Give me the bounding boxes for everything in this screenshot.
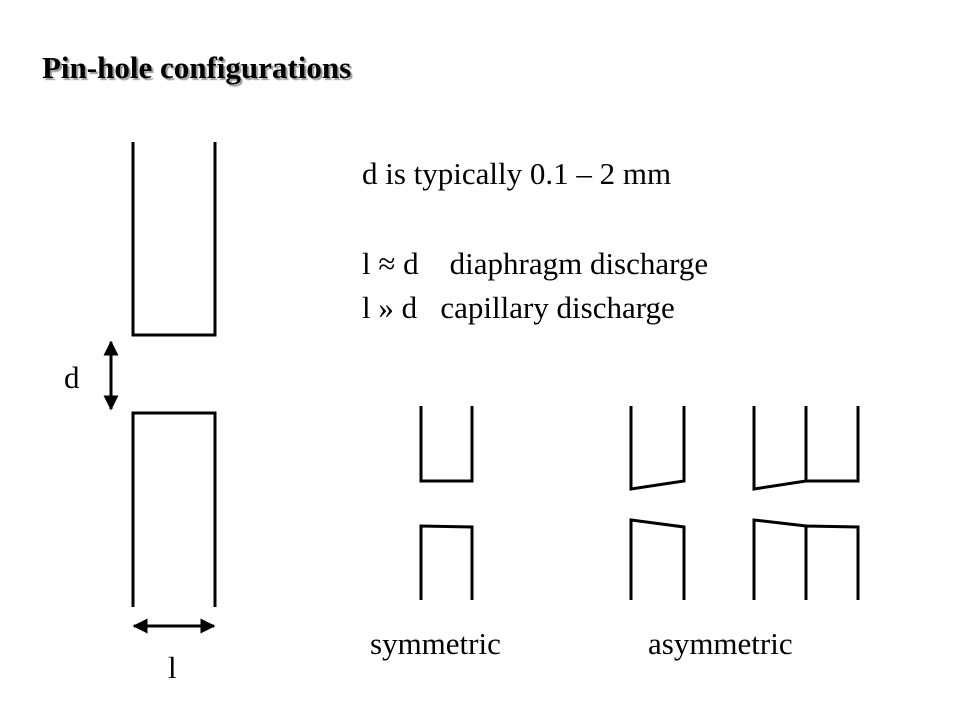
slide-title: Pin-hole configurations <box>42 50 352 85</box>
asymmetric-1-lower-electrode <box>629 518 686 600</box>
symmetric-lower-electrode <box>419 524 474 600</box>
upper-electrode-large <box>131 142 217 337</box>
asymmetric-label: asymmetric <box>648 626 793 661</box>
lower-electrode-large <box>131 411 217 607</box>
gap-d-label: d <box>64 360 80 395</box>
symmetric-label: symmetric <box>370 626 501 661</box>
asymmetric-2-lower-electrode <box>752 518 860 600</box>
symmetric-upper-electrode <box>419 406 474 483</box>
capillary-discharge-text: l » d capillary discharge <box>362 290 675 325</box>
diaphragm-discharge-text: l ≈ d diaphragm discharge <box>362 246 709 281</box>
asymmetric-2-upper-electrode <box>752 406 860 491</box>
typical-diameter-text: d is typically 0.1 – 2 mm <box>362 156 672 191</box>
asymmetric-1-upper-electrode <box>629 406 686 491</box>
length-l-label: l <box>168 650 177 685</box>
